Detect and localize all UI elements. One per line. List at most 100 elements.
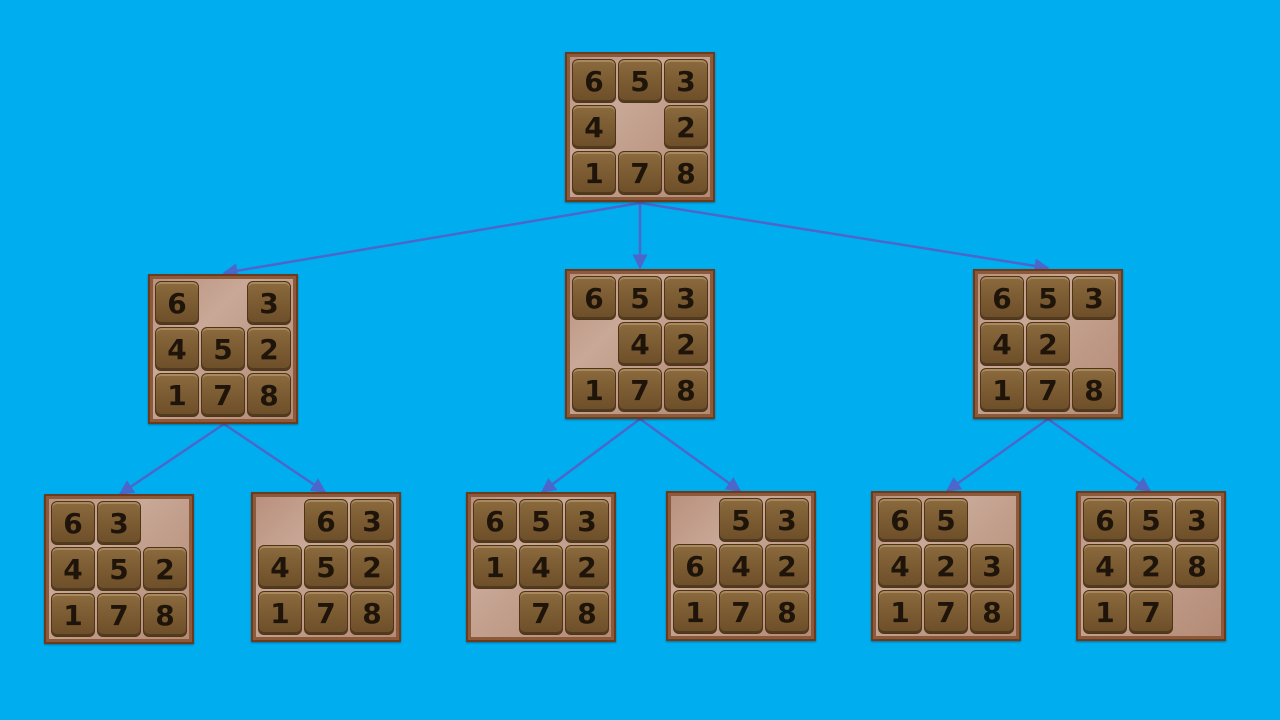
tile: 5 (519, 499, 563, 543)
tile: 7 (97, 593, 141, 637)
tile: 2 (143, 547, 187, 591)
puzzle-board-level1-right: 6 5 3 4 2 1 7 8 (973, 269, 1123, 419)
edge-left-to-child-1 (118, 422, 225, 496)
tile: 7 (719, 590, 763, 634)
tile: 3 (664, 276, 708, 320)
tile: 2 (924, 544, 968, 588)
tile: 2 (1026, 322, 1070, 366)
edge-root-to-right (639, 201, 1050, 274)
puzzle-board-level2-2: 6 3 4 5 2 1 7 8 (251, 492, 401, 642)
tile: 6 (572, 276, 616, 320)
tile: 1 (258, 591, 302, 635)
tile: 5 (201, 327, 245, 371)
tile: 8 (247, 373, 291, 417)
tile: 3 (765, 498, 809, 542)
tile: 5 (1026, 276, 1070, 320)
tile: 7 (519, 591, 563, 635)
tile: 2 (247, 327, 291, 371)
tile: 8 (664, 368, 708, 412)
tile: 6 (473, 499, 517, 543)
tile: 5 (1129, 498, 1173, 542)
tile: 2 (664, 105, 708, 149)
puzzle-board-level2-5: 6 5 4 2 3 1 7 8 (871, 491, 1021, 641)
tile: 4 (155, 327, 199, 371)
blank-space (618, 105, 662, 149)
tile: 4 (258, 545, 302, 589)
tile: 7 (618, 151, 662, 195)
tile: 8 (1175, 544, 1219, 588)
tile: 1 (1083, 590, 1127, 634)
tile: 3 (565, 499, 609, 543)
tile: 1 (980, 368, 1024, 412)
edge-middle-to-child-2 (639, 417, 742, 493)
blank-space (970, 498, 1014, 542)
tile: 5 (304, 545, 348, 589)
tile: 8 (970, 590, 1014, 634)
tile: 3 (664, 59, 708, 103)
tile: 2 (565, 545, 609, 589)
tile: 4 (980, 322, 1024, 366)
tile: 3 (350, 499, 394, 543)
tile: 7 (201, 373, 245, 417)
tile: 4 (719, 544, 763, 588)
tile: 3 (1072, 276, 1116, 320)
tile: 1 (473, 545, 517, 589)
puzzle-board-level1-middle: 6 5 3 4 2 1 7 8 (565, 269, 715, 419)
edge-right-to-child-2 (1047, 417, 1152, 493)
tile: 7 (618, 368, 662, 412)
tile: 6 (980, 276, 1024, 320)
tile: 3 (970, 544, 1014, 588)
tile: 8 (765, 590, 809, 634)
puzzle-board-root: 6 5 3 4 2 1 7 8 (565, 52, 715, 202)
tile: 4 (51, 547, 95, 591)
tile: 8 (565, 591, 609, 635)
blank-space (473, 591, 517, 635)
tile: 6 (1083, 498, 1127, 542)
tile: 5 (719, 498, 763, 542)
tile: 3 (97, 501, 141, 545)
tile: 8 (350, 591, 394, 635)
tile: 8 (664, 151, 708, 195)
tile: 5 (924, 498, 968, 542)
puzzle-board-level2-3: 6 5 3 1 4 2 7 8 (466, 492, 616, 642)
tile: 1 (51, 593, 95, 637)
edge-right-to-child-1 (945, 417, 1049, 493)
blank-space (143, 501, 187, 545)
blank-space (673, 498, 717, 542)
tile: 2 (350, 545, 394, 589)
tile: 7 (1129, 590, 1173, 634)
tile: 4 (1083, 544, 1127, 588)
edge-root-to-left (222, 201, 641, 279)
tile: 4 (572, 105, 616, 149)
tile: 2 (664, 322, 708, 366)
tile: 7 (304, 591, 348, 635)
puzzle-board-level2-6: 6 5 3 4 2 8 1 7 (1076, 491, 1226, 641)
tile: 7 (1026, 368, 1070, 412)
tile: 1 (572, 368, 616, 412)
tile: 5 (97, 547, 141, 591)
tile: 4 (519, 545, 563, 589)
blank-space (1175, 590, 1219, 634)
tile: 1 (155, 373, 199, 417)
puzzle-board-level2-1: 6 3 4 5 2 1 7 8 (44, 494, 194, 644)
edge-middle-to-child-1 (540, 417, 641, 494)
tile: 7 (924, 590, 968, 634)
puzzle-board-level1-left: 6 3 4 5 2 1 7 8 (148, 274, 298, 424)
tile: 2 (1129, 544, 1173, 588)
tile: 6 (155, 281, 199, 325)
blank-space (1072, 322, 1116, 366)
tile: 1 (673, 590, 717, 634)
edge-left-to-child-2 (223, 422, 327, 494)
puzzle-board-level2-4: 5 3 6 4 2 1 7 8 (666, 491, 816, 641)
tile: 6 (878, 498, 922, 542)
tile: 5 (618, 276, 662, 320)
blank-space (201, 281, 245, 325)
tile: 6 (51, 501, 95, 545)
tile: 5 (618, 59, 662, 103)
blank-space (258, 499, 302, 543)
tile: 8 (143, 593, 187, 637)
tile: 4 (618, 322, 662, 366)
tile: 6 (304, 499, 348, 543)
tile: 6 (673, 544, 717, 588)
